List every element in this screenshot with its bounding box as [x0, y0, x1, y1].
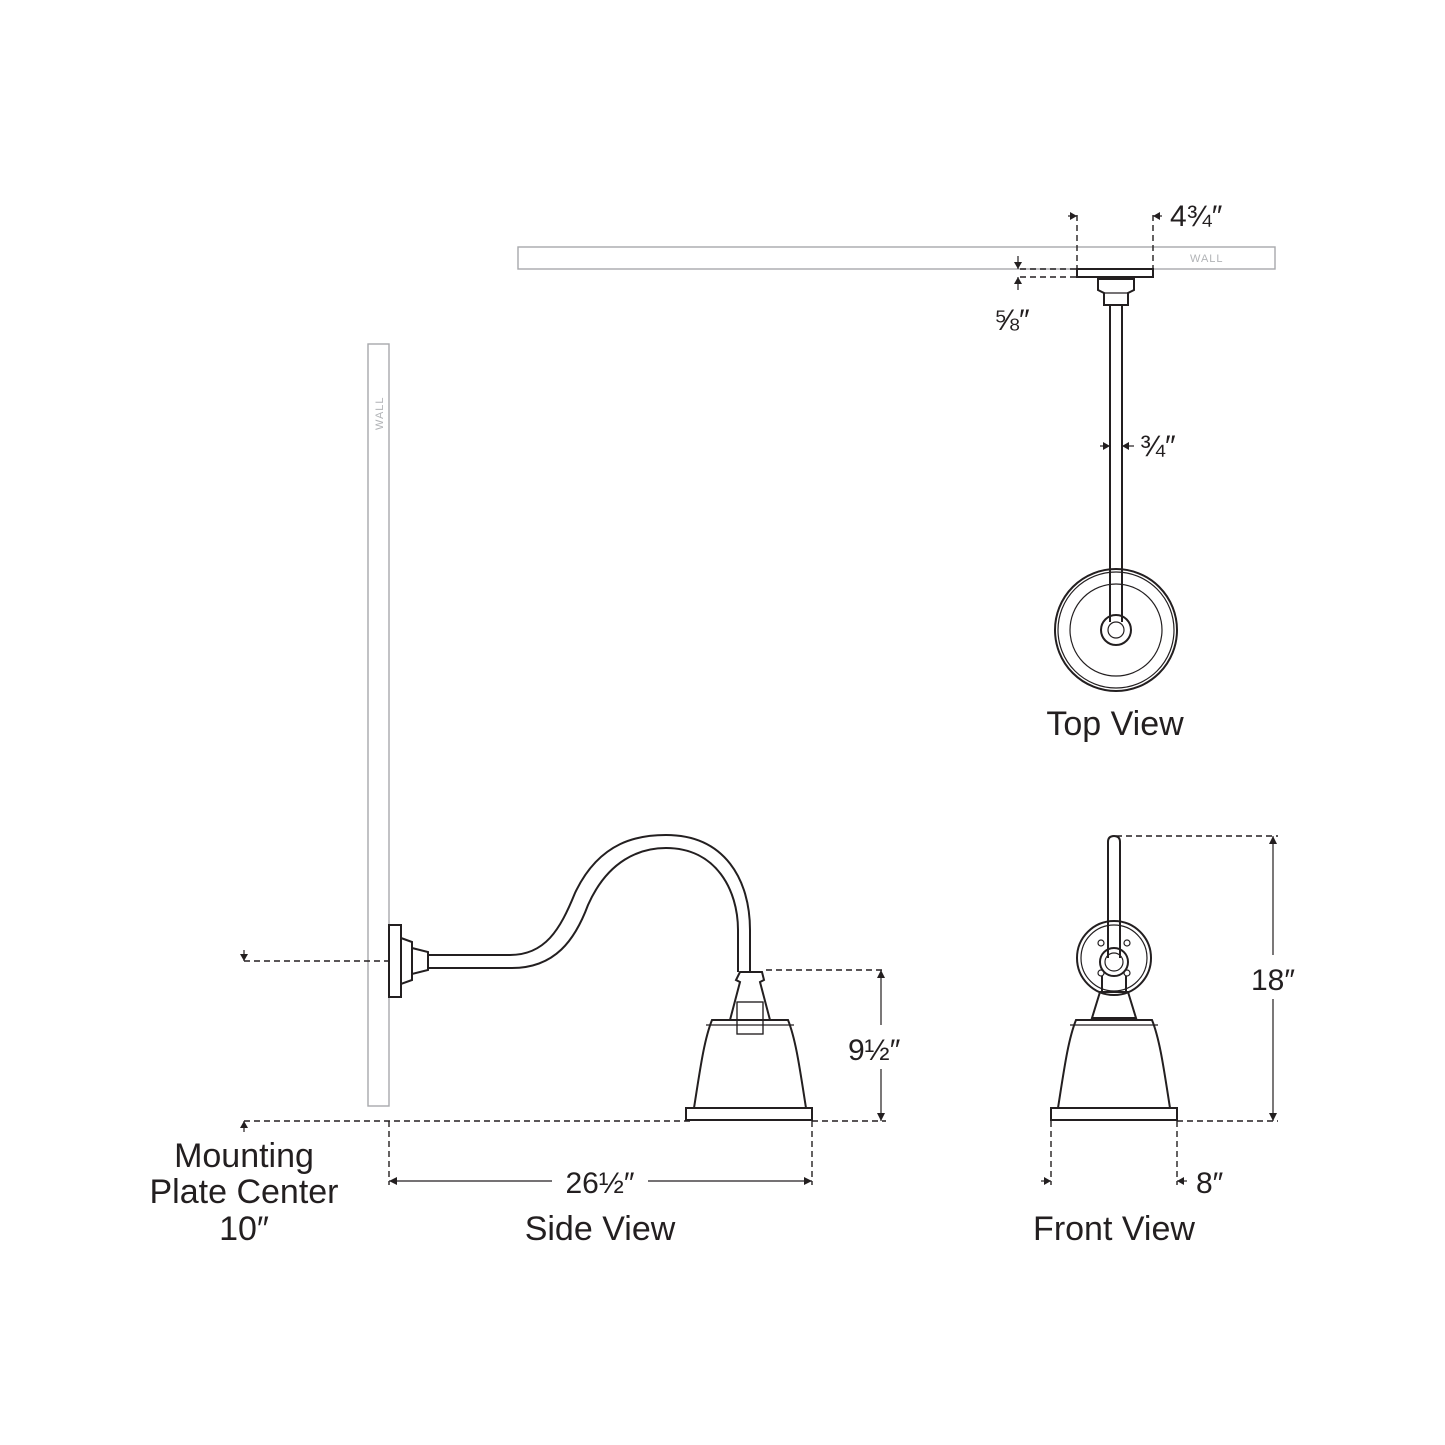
front-view: 18″ 8″ Front View: [1033, 834, 1302, 1248]
side-collar: [411, 946, 429, 976]
top-socket: [1100, 614, 1132, 646]
side-view-title: Side View: [525, 1210, 676, 1248]
side-shade-cap: [728, 971, 772, 1021]
mounting-line1: Mounting: [174, 1137, 314, 1175]
dim-backplate-width: 4¾″: [1170, 200, 1223, 233]
side-wall-label: WALL: [374, 396, 386, 430]
front-view-title: Front View: [1033, 1210, 1195, 1248]
side-gooseneck-arm: [428, 833, 751, 972]
side-view: WALL 9½″ 26½″: [150, 343, 916, 1248]
side-wall: [367, 343, 390, 1107]
top-wall: [517, 246, 1276, 270]
front-collar: [1099, 947, 1129, 977]
top-view-title: Top View: [1046, 705, 1184, 743]
dim-front-height: 18″: [1251, 964, 1295, 997]
dim-backplate-depth: ⅝″: [994, 304, 1030, 337]
dim-shade-height: 9½″: [848, 1034, 901, 1067]
mounting-value: 10″: [219, 1210, 269, 1248]
top-wall-label: WALL: [1190, 253, 1224, 265]
dim-front-width: 8″: [1196, 1167, 1224, 1200]
mounting-line2: Plate Center: [150, 1173, 339, 1211]
front-shade-rim: [1050, 1107, 1178, 1121]
dim-extension: 26½″: [565, 1167, 634, 1200]
dim-arm-diameter: ¾″: [1140, 430, 1176, 463]
front-arm: [1107, 834, 1121, 958]
side-shade: [692, 1019, 808, 1109]
top-view: WALL 4¾″ ⅝″: [517, 200, 1276, 743]
top-backplate: [1076, 268, 1154, 278]
front-backplate: [1076, 920, 1152, 996]
top-shade-outer: [1054, 568, 1178, 692]
front-shade: [1056, 1019, 1172, 1109]
top-shade-inner: [1069, 583, 1163, 677]
side-socket: [736, 1001, 764, 1035]
side-backplate: [388, 924, 402, 998]
side-shade-rim: [685, 1107, 813, 1121]
top-collar: [1097, 278, 1135, 306]
front-shade-cap: [1090, 991, 1138, 1019]
